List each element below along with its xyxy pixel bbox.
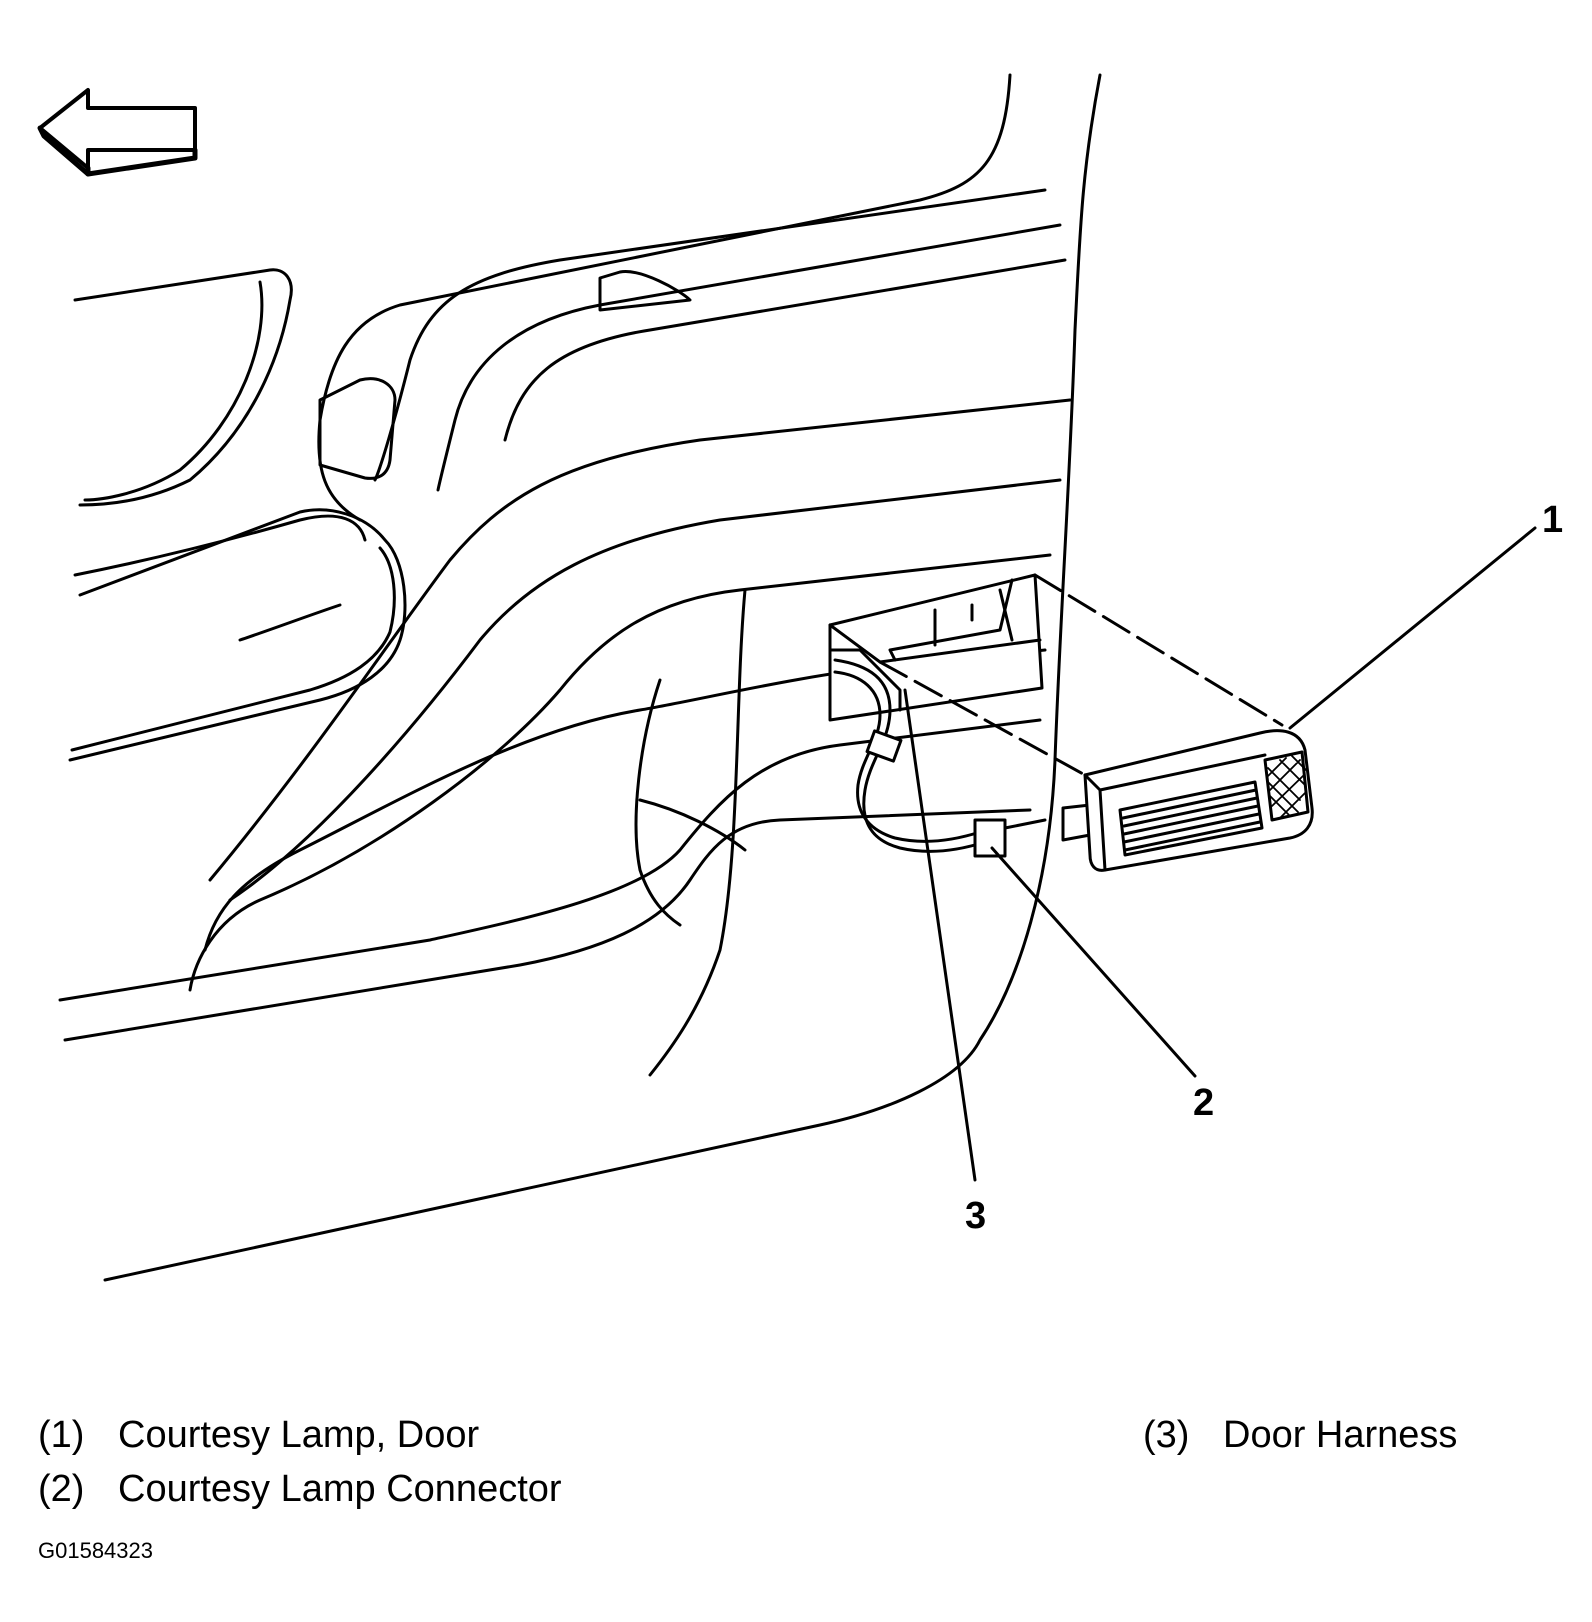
legend-number: (2) [38,1468,85,1510]
figure-id: G01584323 [38,1538,153,1563]
arrow-left-icon [37,88,198,177]
callout-1: 1 [1542,499,1563,541]
lower-storage-outline [634,588,747,1077]
legend-item-2: (2) Courtesy Lamp Connector [38,1470,562,1508]
leader-line-3 [903,688,977,1182]
legend-number: (1) [38,1414,85,1456]
armrest-outline [68,268,692,762]
legend-number: (3) [1143,1414,1190,1456]
leader-line-2 [990,846,1197,1078]
leader-line-1 [1288,526,1537,730]
courtesy-lamp [1083,729,1314,872]
courtesy-lamp-connector [973,803,1092,858]
lamp-opening [828,573,1044,722]
callout-3: 3 [965,1195,986,1237]
legend-label: Door Harness [1223,1414,1458,1456]
legend-item-3: (3) Door Harness [1143,1416,1457,1454]
callout-2: 2 [1193,1082,1214,1124]
legend-item-1: (1) Courtesy Lamp, Door [38,1416,479,1454]
legend-label: Courtesy Lamp, Door [118,1414,480,1456]
mounting-guide [878,573,1284,777]
door-trim-outline [58,73,1102,1282]
legend-label: Courtesy Lamp Connector [118,1468,562,1510]
